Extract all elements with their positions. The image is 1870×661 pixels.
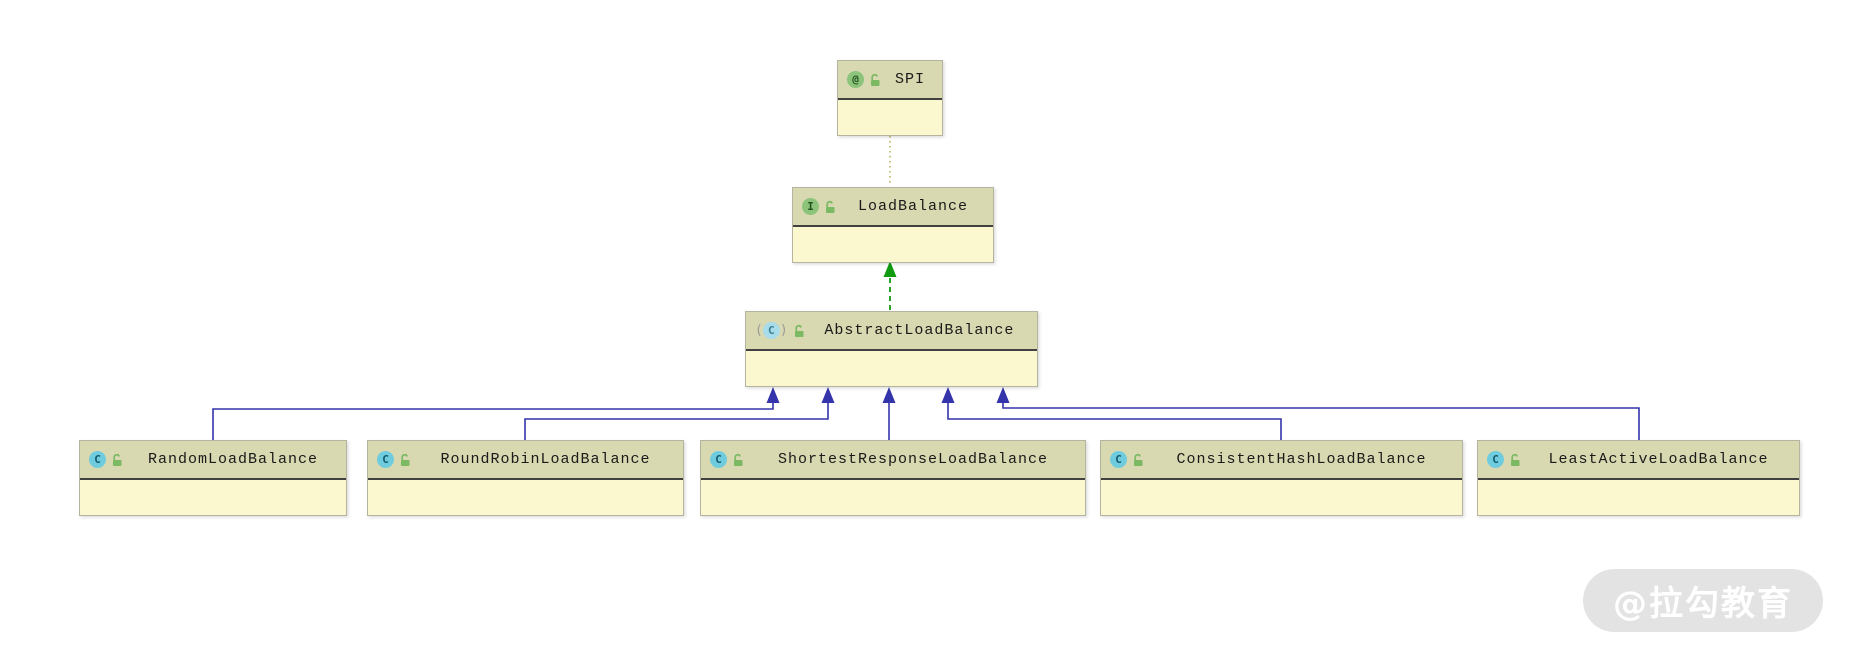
class-icon: C — [1110, 451, 1127, 468]
public-lock-icon — [824, 200, 837, 214]
class-node-loadbalance[interactable]: I LoadBalance — [792, 187, 994, 263]
class-node-shortestresponseloadbalance[interactable]: C ShortestResponseLoadBalance — [700, 440, 1086, 516]
public-lock-icon — [111, 453, 124, 467]
class-node-leastactiveloadbalance[interactable]: C LeastActiveLoadBalance — [1477, 440, 1800, 516]
extends-arrowhead — [766, 387, 780, 403]
node-label: ShortestResponseLoadBalance — [777, 451, 1049, 468]
public-lock-icon — [1509, 453, 1522, 467]
class-node-spi[interactable]: @ SPI — [837, 60, 943, 136]
node-label: LoadBalance — [857, 198, 969, 215]
class-node-roundrobinloadbalance[interactable]: C RoundRobinLoadBalance — [367, 440, 684, 516]
node-label: LeastActiveLoadBalance — [1548, 451, 1769, 468]
node-members-section — [838, 100, 942, 135]
annotation-icon: @ — [847, 71, 864, 88]
extends-arrowhead — [821, 387, 835, 403]
class-node-abstractloadbalance[interactable]: ( C ) AbstractLoadBalance — [745, 311, 1038, 387]
class-icon: C — [1487, 451, 1504, 468]
class-icon: C — [710, 451, 727, 468]
extends-edge-roundrobin — [524, 403, 829, 440]
node-members-section — [746, 351, 1037, 386]
extends-edge-random — [212, 403, 774, 440]
watermark-badge: @拉勾教育 — [1583, 569, 1823, 632]
node-members-section — [793, 227, 993, 262]
public-lock-icon — [869, 73, 882, 87]
public-lock-icon — [793, 324, 806, 338]
class-node-randomloadbalance[interactable]: C RandomLoadBalance — [79, 440, 347, 516]
node-members-section — [80, 480, 346, 515]
node-label: RandomLoadBalance — [147, 451, 319, 468]
public-lock-icon — [1132, 453, 1145, 467]
node-label: AbstractLoadBalance — [824, 322, 1015, 339]
extends-arrowhead — [996, 387, 1010, 403]
node-members-section — [1101, 480, 1462, 515]
extends-edge-consistenthash — [947, 403, 1282, 440]
public-lock-icon — [732, 453, 745, 467]
node-label: SPI — [894, 71, 925, 88]
class-icon: C — [377, 451, 394, 468]
interface-icon: I — [802, 198, 819, 215]
implements-arrowhead — [883, 261, 897, 277]
node-members-section — [701, 480, 1085, 515]
extends-edge-leastactive — [1002, 403, 1640, 440]
abstract-class-icon: ( C ) — [755, 322, 788, 339]
class-node-consistenthashloadbalance[interactable]: C ConsistentHashLoadBalance — [1100, 440, 1463, 516]
public-lock-icon — [399, 453, 412, 467]
node-members-section — [368, 480, 683, 515]
class-icon: C — [89, 451, 106, 468]
node-members-section — [1478, 480, 1799, 515]
node-label: RoundRobinLoadBalance — [440, 451, 651, 468]
extends-arrowhead — [941, 387, 955, 403]
extends-arrowhead — [882, 387, 896, 403]
node-label: ConsistentHashLoadBalance — [1176, 451, 1427, 468]
